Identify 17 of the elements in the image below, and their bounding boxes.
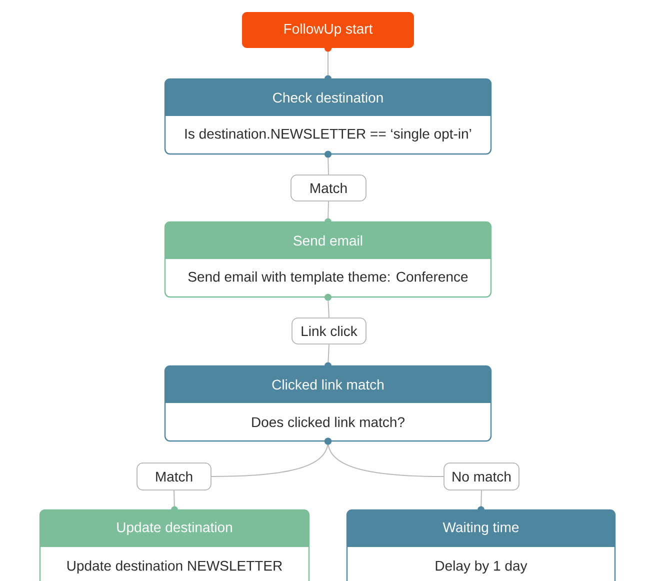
step-card: Waiting time Delay by 1 day [346,509,616,581]
condition-label: Match [136,462,212,490]
start-box: FollowUp start [242,12,414,48]
connector [324,294,332,318]
connector [324,438,444,477]
step-card: Send email Send email with template theme: Conference [164,221,492,298]
node-label: Delay by 1 day [436,560,528,574]
node-label: Update destination NEWSLETTER [67,560,282,574]
step-card: Clicked link match Does clicked link match? [164,365,492,442]
step-card: Check destination Is destination.NEWSLETTER == ‘single opt-in’ [164,78,492,155]
condition-label: Link click [292,318,366,344]
condition-label: Match [290,174,366,202]
step-card: Update destination Update destination NEWSLETTER [39,509,310,581]
condition-label: No match [444,462,520,490]
connector [324,150,332,176]
node-label: Waiting time [442,522,519,536]
node-label: Update destination [117,522,232,536]
